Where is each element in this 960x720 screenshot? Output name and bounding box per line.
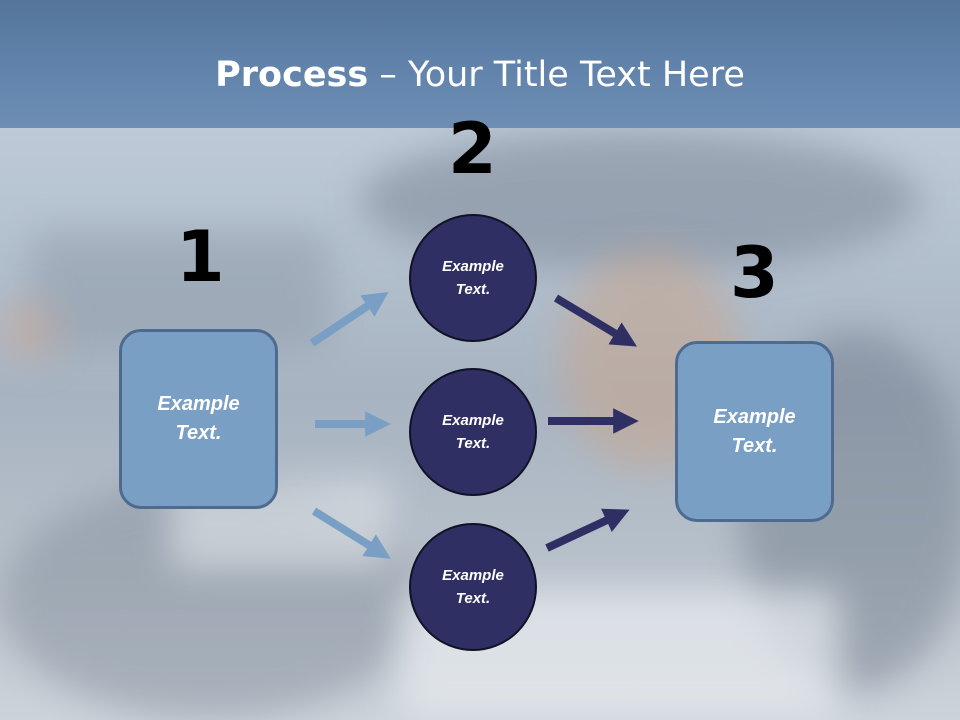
circle-3-text-line2: Text. — [455, 590, 491, 607]
circle-3-text-line1: Example — [442, 567, 504, 584]
arrow-to-circle-1 — [309, 291, 389, 347]
step-2-circle-2: Example Text. — [409, 368, 537, 496]
step-2-circle-1: Example Text. — [409, 214, 537, 342]
arrow-from-circle-3 — [545, 508, 630, 552]
step-3-text-line1: Example — [713, 405, 796, 428]
title-rest: – Your Title Text Here — [368, 55, 745, 95]
circle-2-text-line1: Example — [442, 412, 504, 429]
step-number-3: 3 — [730, 232, 779, 314]
step-number-1: 1 — [176, 216, 225, 298]
step-3-box: Example Text. — [675, 341, 834, 522]
arrow-from-circle-1 — [553, 294, 637, 347]
circle-2-text-line2: Text. — [455, 435, 491, 452]
step-1-text-line1: Example — [157, 393, 240, 415]
circle-1-text-line1: Example — [442, 258, 504, 275]
step-1-text-line2: Text. — [175, 422, 222, 444]
step-2-circle-3: Example Text. — [409, 523, 537, 651]
title-bold: Process — [215, 55, 369, 95]
step-3-text-line2: Text. — [731, 434, 778, 457]
step-1-box: Example Text. — [119, 329, 278, 509]
background-photo-shape — [0, 300, 60, 360]
slide-title: Process – Your Title Text Here — [0, 55, 960, 95]
arrow-to-circle-3 — [311, 507, 391, 559]
title-bar — [0, 0, 960, 128]
step-number-2: 2 — [448, 108, 497, 190]
circle-1-text-line2: Text. — [455, 281, 491, 298]
